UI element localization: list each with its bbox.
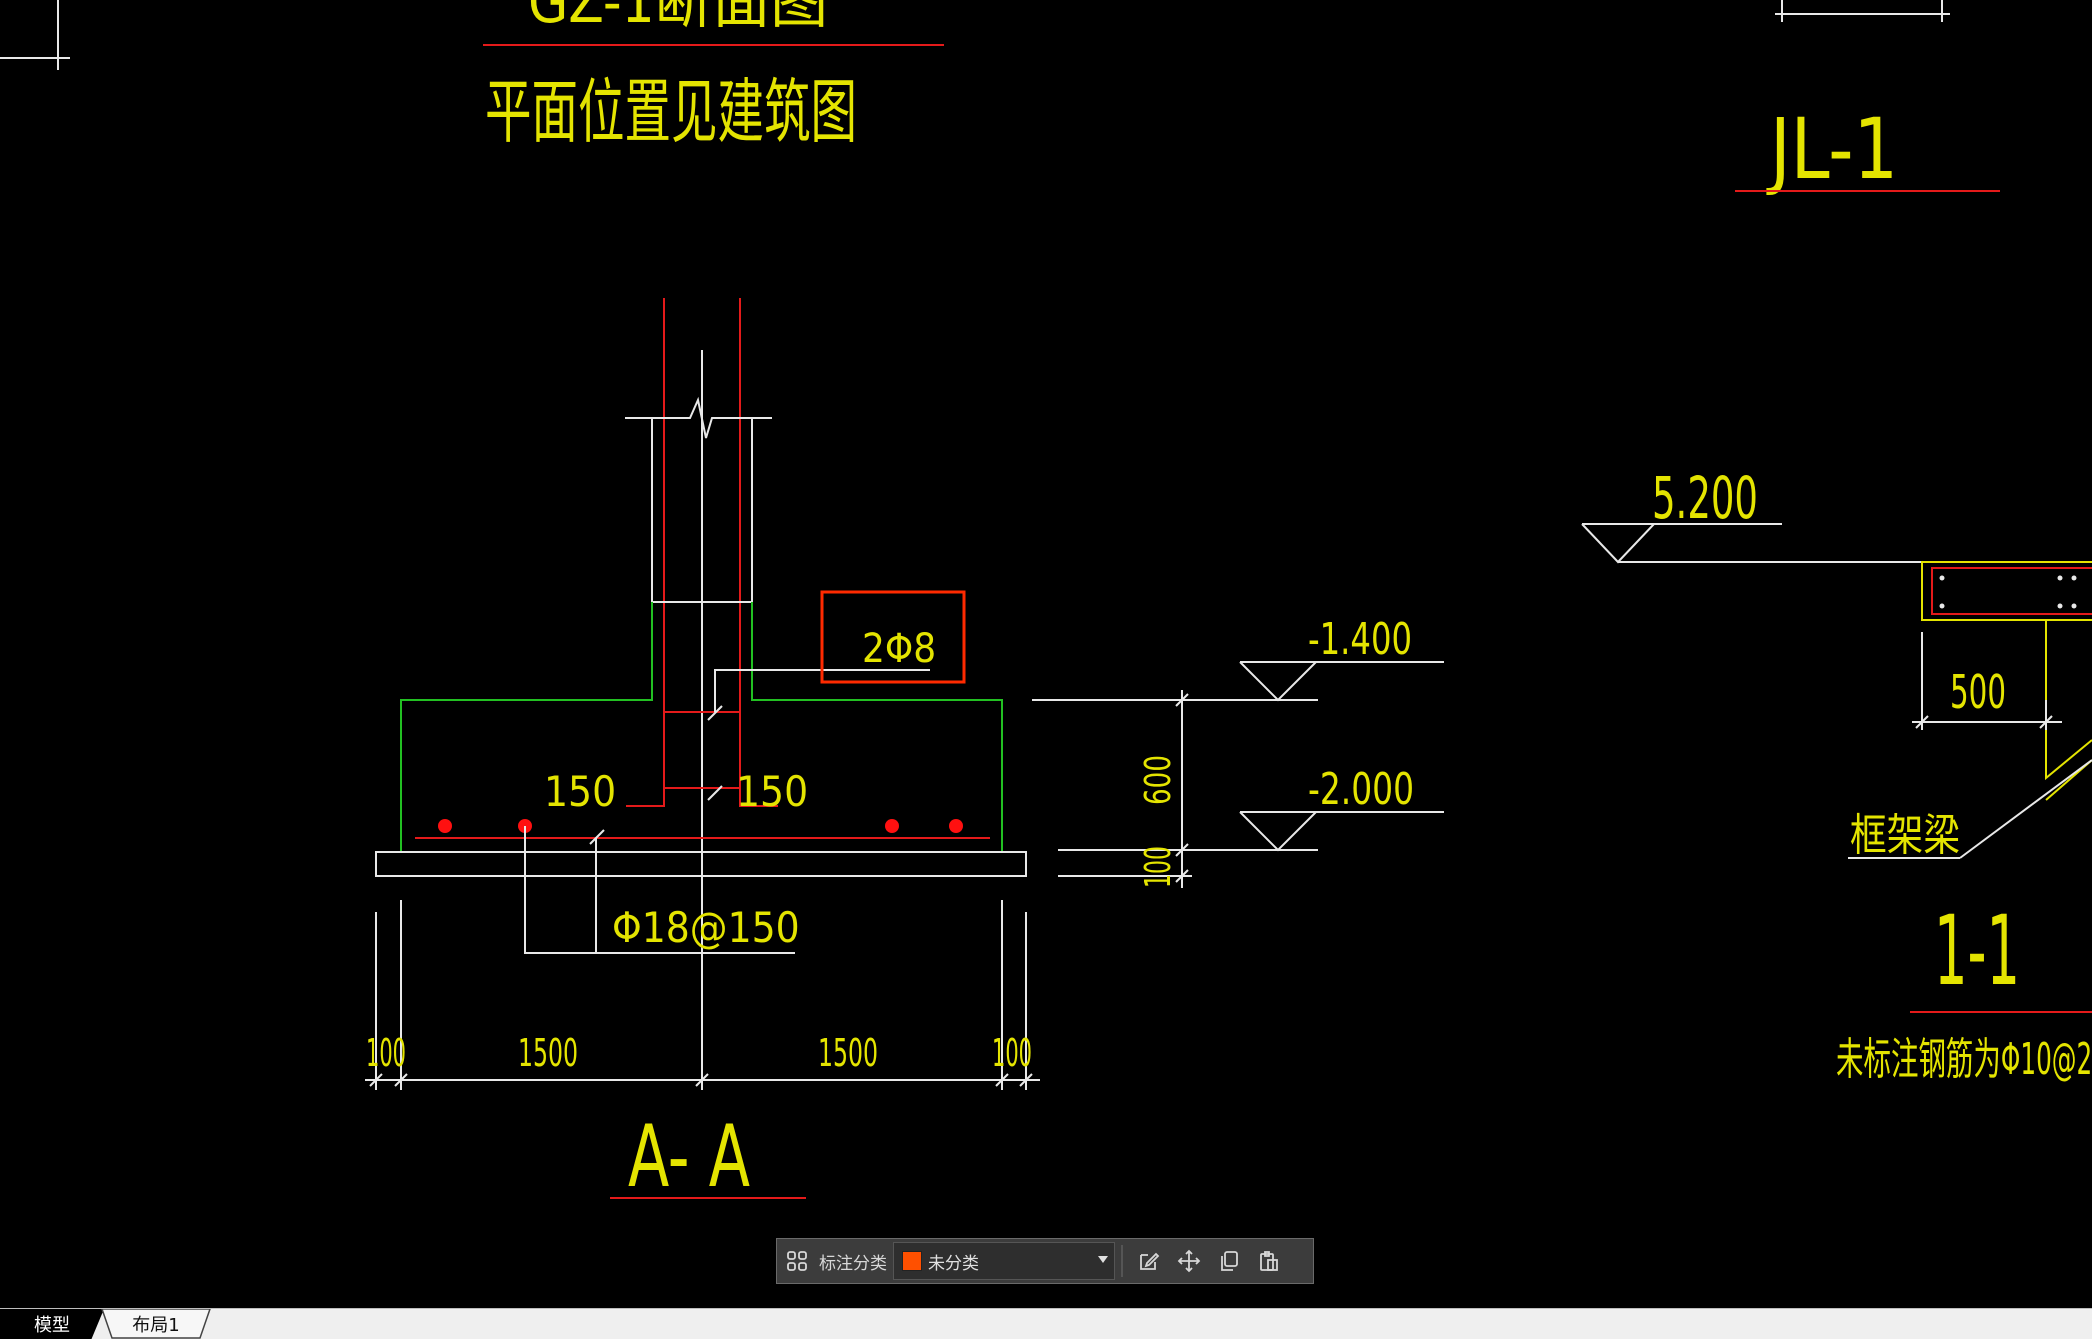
bottom-rebar-leader	[524, 826, 795, 954]
dim-150-right: 150	[736, 767, 808, 816]
dim-1500-left: 1500	[518, 1031, 578, 1075]
move-icon	[1177, 1249, 1201, 1273]
rebar-callout: 2Φ8	[862, 626, 936, 672]
rebar-dots	[438, 819, 963, 833]
annotation-category-select[interactable]: 未分类	[893, 1242, 1115, 1280]
grid-icon	[787, 1251, 807, 1271]
beam-section-lines	[1581, 523, 2092, 859]
elevation-1400: -1.400	[1308, 614, 1412, 665]
gz-section-title: GZ-1断面图	[528, 0, 828, 36]
dim-500: 500	[1950, 665, 2006, 719]
drawing-canvas[interactable]: GZ-1断面图 平面位置见建筑图 JL-1	[0, 0, 2092, 1308]
rebar-callout-highlight[interactable]	[820, 590, 966, 684]
tab-model[interactable]: 模型	[0, 1309, 104, 1339]
category-color-swatch	[902, 1251, 922, 1271]
paste-button[interactable]	[1249, 1241, 1289, 1281]
cushion-slab	[375, 851, 1027, 877]
elevation-2000: -2.000	[1308, 764, 1414, 815]
corner-crosshair	[0, 0, 70, 70]
section-11-label: 1-1	[1934, 895, 2020, 1007]
copy-icon	[1221, 1251, 1238, 1271]
rebar-note: 未标注钢筋为Φ10@20	[1836, 1034, 2092, 1085]
edit-icon	[1140, 1252, 1160, 1270]
tab-layout1-label: 布局1	[132, 1315, 180, 1336]
elevation-markers	[1032, 661, 1444, 888]
horizontal-dimensions	[365, 900, 1040, 1090]
beam-rebar-dots	[1939, 575, 2077, 609]
toolbar-separator	[1121, 1245, 1123, 1277]
chevron-down-icon	[1098, 1256, 1108, 1263]
dim-600: 600	[1138, 755, 1179, 805]
copy-button[interactable]	[1209, 1241, 1249, 1281]
bottom-rebar-label: Φ18@150	[612, 903, 800, 952]
dim-100-left: 100	[366, 1031, 406, 1075]
elevation-5200: 5.200	[1652, 464, 1758, 532]
dim-1500-right: 1500	[818, 1031, 878, 1075]
rebar-callout-leader	[714, 669, 930, 712]
plan-note: 平面位置见建筑图	[485, 71, 857, 153]
move-button[interactable]	[1169, 1241, 1209, 1281]
tab-model-label: 模型	[34, 1315, 70, 1336]
annotation-toolbar: 标注分类 未分类	[776, 1238, 1314, 1284]
section-aa-label: A- A	[628, 1107, 750, 1207]
dim-100-vertical: 100	[1138, 846, 1179, 888]
tab-layout1-outline	[101, 1309, 211, 1339]
column-outline	[625, 298, 778, 1090]
tab-layout1[interactable]: 布局1	[100, 1309, 212, 1339]
frame-beam-label: 框架梁	[1850, 810, 1960, 861]
dim-150-left: 150	[544, 767, 616, 816]
dim-100-right: 100	[992, 1031, 1032, 1075]
grid-button[interactable]	[777, 1241, 817, 1281]
jl-label: JL-1	[1766, 100, 1898, 198]
paste-icon	[1260, 1251, 1278, 1271]
edit-button[interactable]	[1129, 1241, 1169, 1281]
category-select-value: 未分类	[928, 1253, 979, 1274]
annotation-category-label: 标注分类	[819, 1253, 887, 1274]
layout-tab-bar: 模型 布局1	[0, 1308, 2092, 1339]
jl-dimension-tick	[1775, 0, 1950, 22]
